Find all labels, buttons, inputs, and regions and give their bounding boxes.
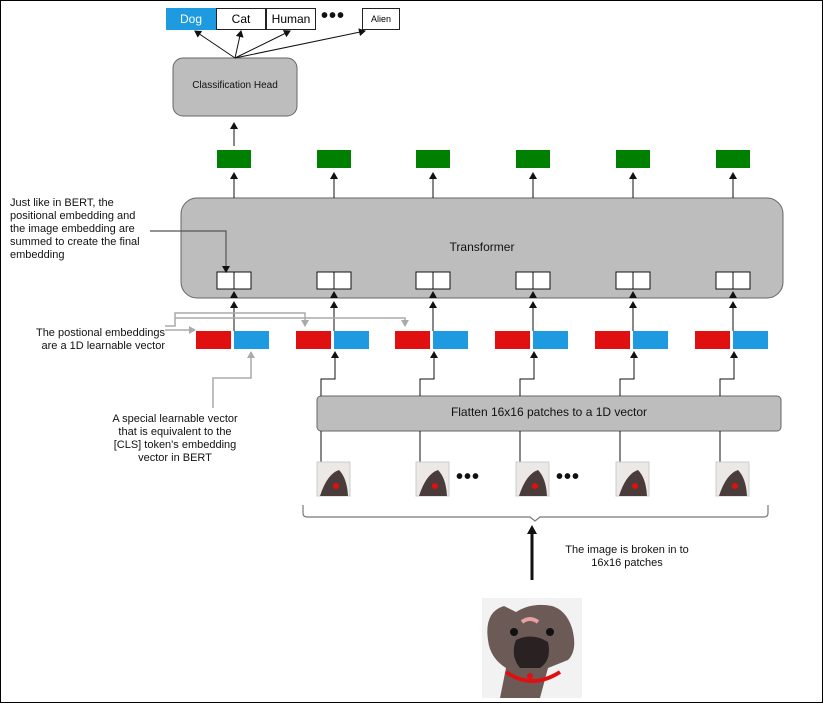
patches-note-line: The image is broken in to: [565, 544, 689, 556]
summed-embedding-cell: [216, 271, 235, 290]
patch-embedding: [733, 331, 768, 349]
patch-embedding: [334, 331, 369, 349]
flatten-to-embedding-arrow: [719, 351, 738, 396]
patches-bracket: [302, 505, 769, 522]
image-patch-icon: [515, 461, 550, 497]
output-token: [317, 150, 351, 168]
output-token: [416, 150, 450, 168]
positional-embedding: [395, 331, 430, 349]
bert-note-arrow: [150, 230, 230, 273]
classification-head-label: Classification Head: [192, 80, 278, 91]
output-token: [516, 150, 550, 168]
bert-note-line: the image embedding are: [10, 223, 135, 235]
positional-note-line: are a 1D learnable vector: [41, 340, 165, 352]
summed-embedding-cell: [532, 271, 551, 290]
class-cat-label: Cat: [216, 8, 266, 30]
patch-embedding: [633, 331, 668, 349]
summed-embedding-cell: [632, 271, 651, 290]
transformer-label: Transformer: [449, 240, 515, 254]
image-patch-icon: [316, 461, 351, 497]
class-ellipsis: •••: [321, 5, 346, 27]
class-alien-label: Alien: [362, 8, 400, 30]
output-token: [716, 150, 750, 168]
head-to-class-arrows: [194, 28, 366, 59]
bert-note-line: Just like in BERT, the: [10, 197, 114, 209]
class-human-label: Human: [266, 8, 316, 30]
output-token: [217, 150, 251, 168]
summed-embedding-cell: [515, 271, 534, 290]
patches-note: The image is broken in to 16x16 patches: [547, 544, 707, 570]
flatten-block: [316, 395, 782, 432]
summed-embedding-cell: [732, 271, 751, 290]
flatten-to-embedding-arrow: [519, 351, 538, 396]
patch-embedding: [433, 331, 468, 349]
cls-note-line: [CLS] token's embedding: [113, 439, 237, 451]
positional-note: The postional embeddings are a 1D learna…: [25, 327, 165, 353]
cls-note-line: A special learnable vector: [112, 413, 238, 425]
summed-embedding-cell: [615, 271, 634, 290]
cls-note-arrow: [212, 351, 255, 408]
bert-note: Just like in BERT, the positional embedd…: [10, 197, 160, 262]
positional-embedding: [495, 331, 530, 349]
class-dog-label: Dog: [166, 8, 216, 30]
summed-embedding-cell: [316, 271, 335, 290]
output-token: [616, 150, 650, 168]
summed-embedding-cell: [715, 271, 734, 290]
positional-embedding: [695, 331, 730, 349]
positional-note-arrows: [165, 312, 409, 334]
flatten-to-embedding-arrow: [320, 351, 339, 396]
positional-note-line: The postional embeddings: [35, 327, 165, 339]
cls-note: A special learnable vector that is equiv…: [100, 413, 250, 465]
bert-note-line: summed to create the final: [10, 236, 140, 248]
flatten-to-embedding-arrow: [619, 351, 638, 396]
summed-embedding-cell: [233, 271, 252, 290]
patch-ellipsis: •••: [556, 466, 581, 488]
image-patch-icon: [715, 461, 750, 497]
image-patch-icon: [415, 461, 450, 497]
flatten-to-embedding-arrow: [419, 351, 438, 396]
positional-embedding: [296, 331, 331, 349]
image-patch-icon: [615, 461, 650, 497]
patch-ellipsis: •••: [456, 466, 481, 488]
patches-note-line: 16x16 patches: [591, 557, 663, 569]
cls-note-line: vector in BERT: [138, 452, 212, 464]
positional-embedding: [595, 331, 630, 349]
dog-photo-icon: [482, 598, 582, 698]
summed-embedding-cell: [415, 271, 434, 290]
bert-note-line: embedding: [10, 249, 65, 261]
patch-embedding: [234, 331, 269, 349]
summed-embedding-cell: [432, 271, 451, 290]
patch-embedding: [533, 331, 568, 349]
summed-embedding-cell: [333, 271, 352, 290]
bert-note-line: positional embedding and: [10, 210, 136, 222]
flatten-label: Flatten 16x16 patches to a 1D vector: [450, 405, 648, 419]
positional-embedding: [196, 331, 231, 349]
cls-note-line: that is equivalent to the: [118, 426, 232, 438]
